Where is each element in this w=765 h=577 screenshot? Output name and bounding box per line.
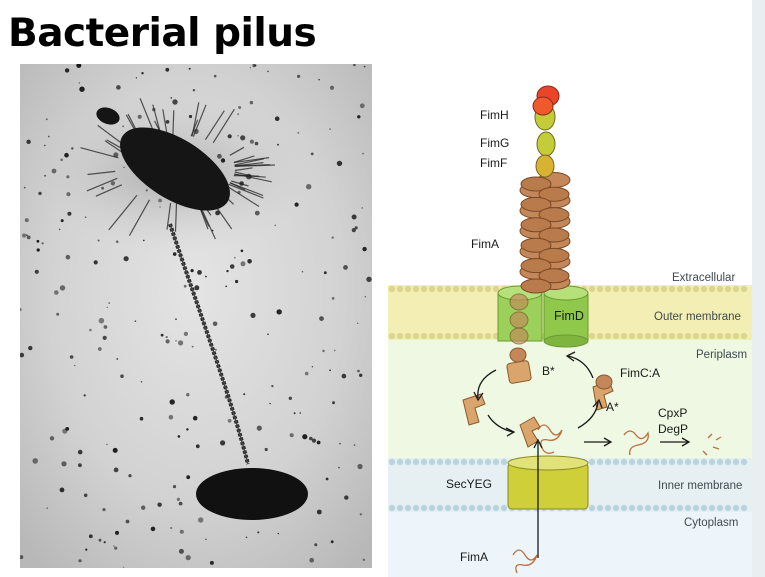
fim-pathway-diagram: FimH FimG FimF FimA FimD B* FimC:A A* Cp… xyxy=(388,80,752,577)
pathway-arrows xyxy=(473,351,691,558)
label-outer-membrane: Outer membrane xyxy=(654,311,741,323)
slide-edge-strip xyxy=(752,0,765,577)
label-bstar: B* xyxy=(542,364,555,378)
label-fimg: FimG xyxy=(480,136,510,150)
label-fimf: FimF xyxy=(480,156,508,170)
label-fimca: FimC:A xyxy=(620,366,660,380)
secyeg-translocon xyxy=(507,455,589,510)
pilus-micrograph xyxy=(20,64,372,568)
label-fima-pilus: FimA xyxy=(471,237,499,251)
unfolded-fima xyxy=(512,424,722,574)
pilus-tip xyxy=(532,85,560,178)
slide-title: Bacterial pilus xyxy=(8,11,317,56)
periplasm-region xyxy=(388,340,752,458)
fima-rod xyxy=(509,172,571,345)
label-fimh: FimH xyxy=(480,108,509,122)
label-degp: DegP xyxy=(658,422,689,436)
periplasm-subunits xyxy=(462,347,614,448)
label-fima-cytoplasm: FimA xyxy=(460,550,488,564)
label-extracellular: Extracellular xyxy=(672,272,736,284)
label-inner-membrane: Inner membrane xyxy=(658,480,743,492)
upper-bacterium xyxy=(120,127,230,211)
label-astar: A* xyxy=(606,400,619,414)
label-cpxp: CpxP xyxy=(658,406,688,420)
label-periplasm: Periplasm xyxy=(696,349,748,361)
lower-bacterium xyxy=(196,468,308,520)
label-secyeg: SecYEG xyxy=(446,477,493,491)
label-fimd: FimD xyxy=(554,309,584,323)
label-cytoplasm: Cytoplasm xyxy=(684,517,739,529)
cytoplasm-region xyxy=(388,512,752,577)
